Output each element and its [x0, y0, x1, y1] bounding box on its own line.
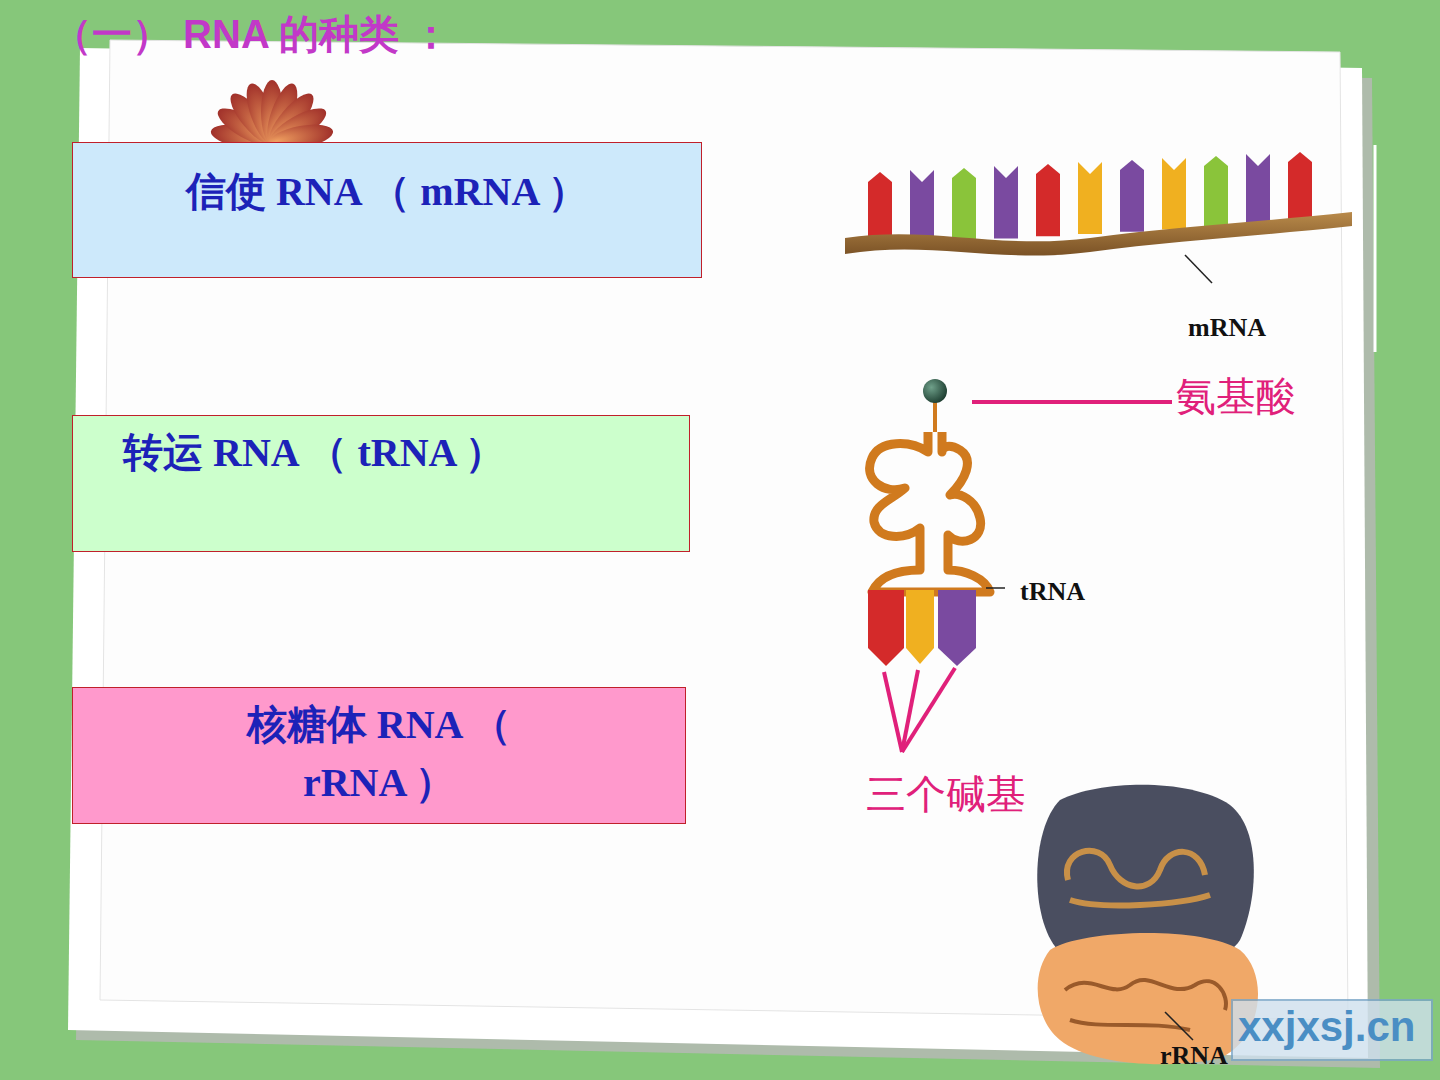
part-label: 氨基酸: [1176, 372, 1296, 420]
anticodon-base: [868, 590, 904, 648]
leader-line: [972, 400, 1172, 404]
anticodon-base: [906, 590, 934, 648]
rrna-strand: [1065, 980, 1226, 1030]
watermark-box: [1232, 1000, 1432, 1060]
amino-acid-ball: [923, 379, 947, 403]
leader-line: [1165, 1012, 1193, 1040]
anticodon-base: [938, 590, 976, 648]
title: （一） RNA 的种类 ：: [52, 8, 502, 60]
anticodon-base: [906, 648, 934, 664]
anticodon-base: [938, 648, 976, 666]
watermark: xxjxsj.cn: [1238, 1002, 1415, 1052]
rna-type-box: 核糖体 RNA （ rRNA ）: [72, 687, 686, 824]
leader-line: [1185, 255, 1212, 283]
leader-lines: [884, 668, 955, 752]
edge-line: [1374, 145, 1377, 352]
rrna-strand: [1067, 851, 1210, 906]
part-label: tRNA: [1020, 576, 1085, 607]
trna-cloverleaf: [870, 432, 990, 592]
rna-type-box: 转运 RNA （ tRNA ）: [72, 415, 690, 552]
mrna-strand: [845, 212, 1352, 255]
part-label: rRNA: [1160, 1040, 1228, 1071]
part-label: mRNA: [1188, 312, 1266, 343]
rna-type-box: 信使 RNA （ mRNA ）: [72, 142, 702, 278]
node-text: 核糖体 RNA （ rRNA ）: [229, 696, 529, 812]
node-text: 信使 RNA （ mRNA ）: [103, 163, 671, 221]
part-label: 三个碱基: [866, 770, 1026, 818]
anticodon-base: [868, 648, 904, 666]
node-text: 转运 RNA （ tRNA ）: [123, 424, 639, 482]
leader-line: [986, 587, 1005, 589]
